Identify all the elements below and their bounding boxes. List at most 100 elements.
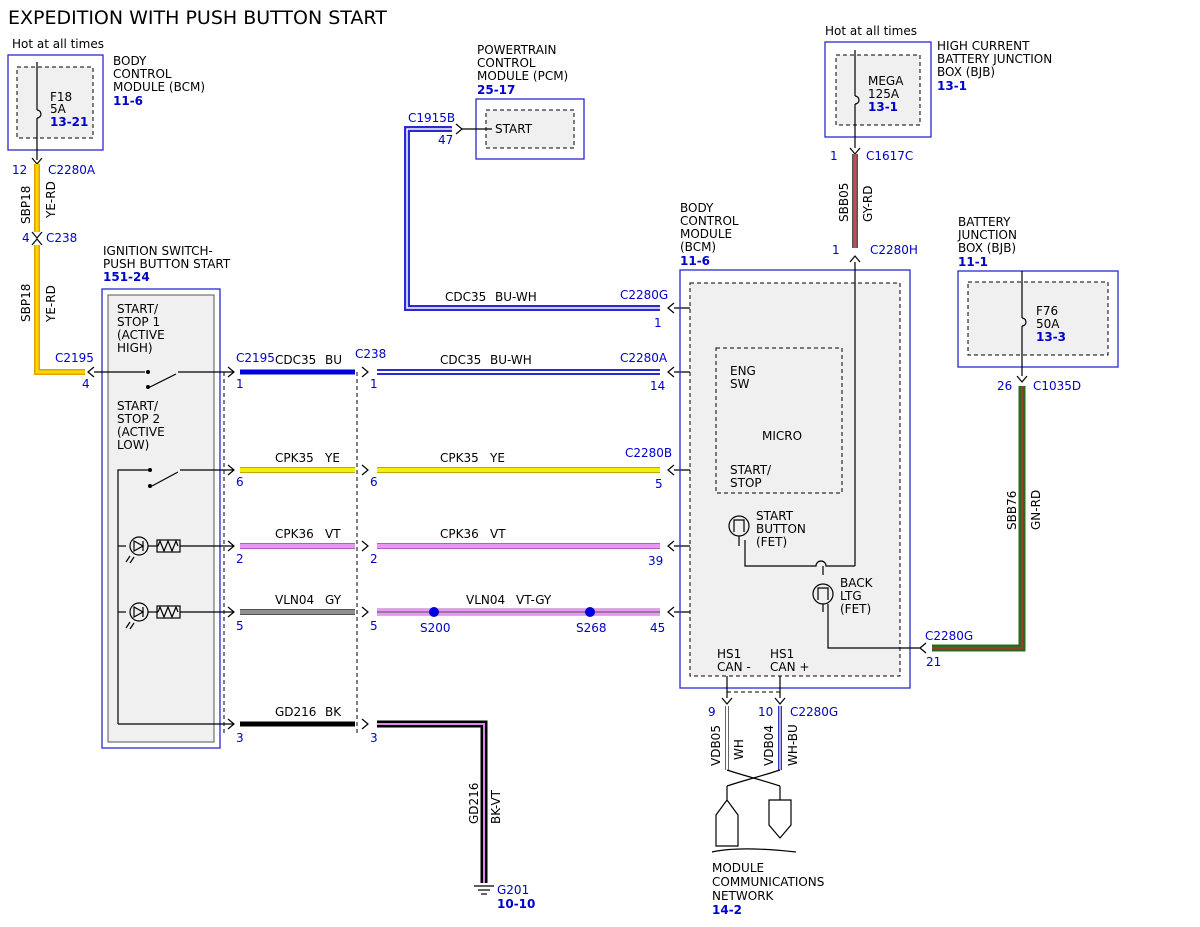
connector-label: C1915B xyxy=(408,111,455,125)
wire-circuit: CDC35 xyxy=(275,353,316,367)
bjb-inner xyxy=(967,281,1109,356)
start-button-label: BUTTON xyxy=(756,522,806,536)
wire-circuit: CPK35 xyxy=(275,451,314,465)
connector-label: C238 xyxy=(355,347,386,361)
wire-color: WH xyxy=(732,739,746,760)
connector-label: C2280G xyxy=(790,705,838,719)
pcm-signal: START xyxy=(495,122,533,136)
connector-label: C2280A xyxy=(620,351,668,365)
pin-label: 5 xyxy=(236,619,244,633)
ground-name: G201 xyxy=(497,883,529,897)
wire-color: BU-WH xyxy=(495,290,537,304)
pin-label: 9 xyxy=(708,705,716,719)
pin-label: 2 xyxy=(236,552,244,566)
start-stop-label: STOP xyxy=(730,476,762,490)
stop2-label: (ACTIVE xyxy=(117,425,165,439)
bjb-high-ref: 13-1 xyxy=(937,79,967,93)
splice-label: S200 xyxy=(420,621,451,635)
bcm-top-name-2: CONTROL xyxy=(113,67,172,81)
bjb-name: BATTERY xyxy=(958,215,1011,229)
bcm-top-ref: 11-6 xyxy=(113,94,143,108)
pcm-name: CONTROL xyxy=(477,56,536,70)
stop1-label: HIGH) xyxy=(117,341,153,355)
pin-label: 12 xyxy=(12,163,27,177)
wire-circuit: GD216 xyxy=(275,705,316,719)
connector-label: C2195 xyxy=(55,351,94,365)
pin-label: 1 xyxy=(830,149,838,163)
bcm-main-name: CONTROL xyxy=(680,214,739,228)
wire-circuit: VLN04 xyxy=(466,593,505,607)
ignition-switch-outer xyxy=(101,288,221,749)
bcm-main-name: MODULE xyxy=(680,227,732,241)
bcm-fuse-box-inner xyxy=(16,66,94,139)
micro-box xyxy=(715,347,843,494)
start-button-label: (FET) xyxy=(756,535,787,549)
eng-sw-label: ENG xyxy=(730,364,756,378)
ignition-switch-inner xyxy=(107,294,215,743)
network-label: MODULE xyxy=(712,861,764,875)
wire-color: WH-BU xyxy=(786,724,800,766)
pin-label: 5 xyxy=(655,477,663,491)
wire-circuit: CPK36 xyxy=(275,527,314,541)
pcm-name: MODULE (PCM) xyxy=(477,69,568,83)
connector-label: C238 xyxy=(46,231,77,245)
ignition-ref: 151-24 xyxy=(103,270,150,284)
stop1-label: START/ xyxy=(117,302,159,316)
bjb-high-name: HIGH CURRENT xyxy=(937,39,1030,53)
pin-label: 6 xyxy=(370,475,378,489)
pin-label: 1 xyxy=(654,316,662,330)
pin-label: 47 xyxy=(438,133,453,147)
start-button-label: START xyxy=(756,509,794,523)
bcm-main-name: BODY xyxy=(680,201,714,215)
wire-color: YE xyxy=(324,451,340,465)
can-minus-label: HS1 xyxy=(717,647,741,661)
wire-color: BK xyxy=(325,705,342,719)
wire-circuit: SBP18 xyxy=(19,186,33,224)
stop1-label: (ACTIVE xyxy=(117,328,165,342)
wire-color: YE-RD xyxy=(44,285,58,323)
network-label: COMMUNICATIONS xyxy=(712,875,824,889)
ignition-name-2: PUSH BUTTON START xyxy=(103,257,231,271)
pin-label: 26 xyxy=(997,379,1012,393)
resistor-icon xyxy=(157,539,179,553)
can-plus-label: CAN + xyxy=(770,660,809,674)
bcm-top-name-3: MODULE (BCM) xyxy=(113,80,205,94)
mega-fuse-ref: 13-1 xyxy=(868,100,898,114)
mega-fuse-name: MEGA xyxy=(868,74,904,88)
wire-color: YE xyxy=(489,451,505,465)
pin-label: 4 xyxy=(22,231,30,245)
diagram-title: EXPEDITION WITH PUSH BUTTON START xyxy=(8,7,387,29)
can-plus-label: HS1 xyxy=(770,647,794,661)
pin-label: 45 xyxy=(650,621,665,635)
start-stop-label: START/ xyxy=(730,463,772,477)
bjb-high-outer xyxy=(824,41,932,138)
bjb-high-inner xyxy=(835,54,921,126)
back-ltg-label: LTG xyxy=(840,589,862,603)
wire-color: VT-GY xyxy=(516,593,552,607)
bjb-fuse-rating: 50A xyxy=(1036,317,1060,331)
fuse-icon xyxy=(36,109,42,119)
wire-color: GY-RD xyxy=(861,185,875,222)
bjb-name: JUNCTION xyxy=(957,228,1017,242)
eng-sw-label: SW xyxy=(730,377,750,391)
wire-color: VT xyxy=(490,527,506,541)
pin-label: 4 xyxy=(82,377,90,391)
splice-s200 xyxy=(429,607,439,617)
pin-label: 1 xyxy=(370,377,378,391)
pin-label: 3 xyxy=(236,731,244,745)
wire-circuit: GD216 xyxy=(467,783,481,824)
wire-circuit: VLN04 xyxy=(275,593,314,607)
pin-label: 6 xyxy=(236,475,244,489)
pin-label: 21 xyxy=(926,655,941,669)
back-ltg-label: (FET) xyxy=(840,602,871,616)
bjb-ref: 11-1 xyxy=(958,255,988,269)
pin-label: 2 xyxy=(370,552,378,566)
wire-color: GY xyxy=(325,593,342,607)
stop2-label: LOW) xyxy=(117,438,149,452)
wire-color: BU-WH xyxy=(490,353,532,367)
connector-label: C2280A xyxy=(48,163,96,177)
connector-label: C2195 xyxy=(236,351,275,365)
bjb-high-hot: Hot at all times xyxy=(825,24,917,38)
mega-fuse-rating: 125A xyxy=(868,87,900,101)
can-minus-label: CAN - xyxy=(717,660,751,674)
